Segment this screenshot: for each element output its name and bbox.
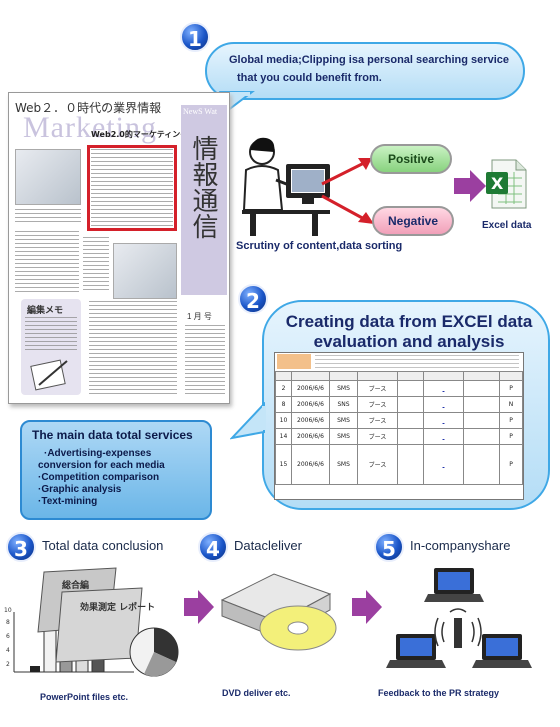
service-item: ·Competition comparison — [38, 472, 160, 483]
magazine-text-block — [185, 325, 225, 397]
bubble-text-line-2: that you could benefit from. — [237, 72, 382, 84]
doc-title-1: 総合編 — [62, 579, 89, 591]
magazine-subtitle: Web2.0的マーケティング — [91, 130, 189, 139]
step-4-number: 4 — [198, 532, 228, 562]
magazine-photo-laptop — [15, 149, 81, 205]
svg-text:6: 6 — [6, 633, 10, 640]
step-1-speech-bubble: Global media;Clipping isa personal searc… — [205, 42, 525, 100]
service-item: conversion for each media — [38, 460, 165, 471]
service-item: ·Text-mining — [38, 496, 98, 507]
step-4-title: Datacleliver — [234, 538, 302, 553]
service-item: ·Graphic analysis — [38, 484, 122, 495]
step-2-number: 2 — [238, 284, 268, 314]
step-3-title: Total data conclusion — [42, 538, 164, 553]
magazine-text-block — [83, 237, 109, 293]
step-2-title: Creating data from EXCEl data evaluation… — [285, 312, 533, 351]
network-laptops-icon — [386, 568, 532, 668]
positive-label: Positive — [370, 144, 452, 174]
step-5-number: 5 — [374, 532, 404, 562]
spreadsheet-orange-cell — [277, 354, 311, 369]
svg-text:10: 10 — [4, 607, 12, 614]
magazine-page: Web２．０時代の業界情報 Marketing Web2.0的マーケティング N… — [8, 92, 230, 404]
main-services-box: The main data total services ·Advertisin… — [20, 420, 212, 520]
magazine-text-block — [89, 301, 177, 397]
svg-text:X: X — [491, 174, 504, 193]
doc-title-2: 効果測定 レポート — [80, 601, 155, 613]
step-3-number: 3 — [6, 532, 36, 562]
person-at-computer-icon — [242, 137, 330, 236]
magazine-photo-woman — [113, 243, 177, 299]
svg-text:4: 4 — [6, 647, 10, 654]
editor-memo-box: 編集メモ — [21, 299, 81, 395]
magazine-title: Marketing — [23, 111, 157, 144]
svg-text:8: 8 — [6, 619, 10, 626]
magazine-text-block — [15, 231, 79, 293]
negative-label: Negative — [372, 206, 454, 236]
powerpoint-documents-icon: 10 8 6 4 2 総合編 効果測定 レポート — [4, 567, 179, 677]
svg-text:2: 2 — [6, 661, 10, 668]
step-4-caption: DVD deliver etc. — [222, 688, 291, 698]
excel-data-label: Excel data — [482, 220, 532, 231]
vertical-title: 情報通信 — [188, 135, 218, 239]
red-arrows — [321, 158, 374, 224]
magazine-text-block — [91, 149, 173, 227]
sidebar-news-label: NewS Wat — [183, 107, 218, 116]
highlight-red-box — [87, 145, 177, 231]
services-title: The main data total services — [32, 428, 193, 442]
sorting-caption: Scrutiny of content,data sorting — [236, 240, 403, 252]
memo-title: 編集メモ — [27, 306, 64, 316]
purple-arrow — [454, 170, 486, 202]
service-item: ·Advertising-expenses — [44, 448, 152, 459]
magazine-sidebar: NewS Wat — [181, 105, 227, 295]
spreadsheet-header-strip — [275, 353, 523, 371]
dvd-icon — [220, 573, 337, 651]
step-3-caption: PowerPoint files etc. — [40, 692, 129, 702]
memo-text — [25, 317, 77, 353]
bubble-2-tail — [230, 402, 266, 440]
magazine-header: Web２．０時代の業界情報 — [15, 101, 162, 115]
issue-label: 1 月 号 — [187, 312, 212, 321]
magazine-text-block — [15, 209, 81, 223]
spreadsheet-text — [315, 355, 519, 369]
purple-arrow — [184, 590, 214, 624]
step-1-number: 1 — [180, 22, 210, 52]
step-5-caption: Feedback to the PR strategy — [378, 688, 500, 698]
excel-icon: X — [486, 159, 527, 209]
pen-icon — [30, 359, 68, 391]
bubble-text-line-1: Global media;Clipping isa personal searc… — [229, 54, 509, 66]
step-5-title: In-companyshare — [410, 538, 511, 553]
purple-arrow — [352, 590, 382, 624]
